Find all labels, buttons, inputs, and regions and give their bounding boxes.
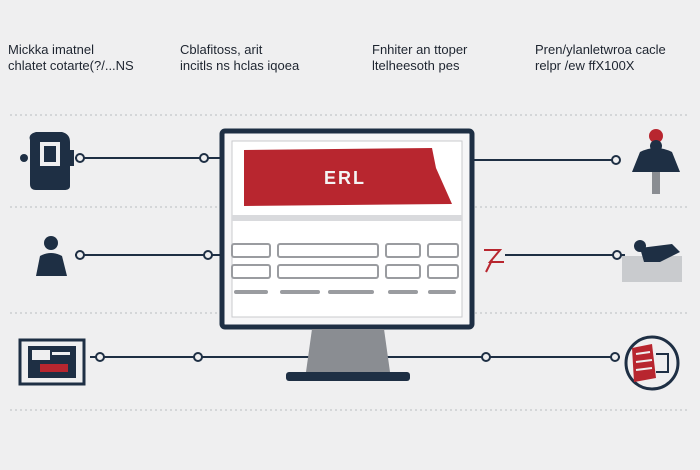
caption-4: Pren/ylanletwroa cacle relpr /ew ffX100X	[535, 42, 666, 73]
document-circle-icon	[624, 335, 680, 391]
caption-1: Mickka imatnel chlatet cotarte(?/...NS	[8, 42, 134, 73]
caption-2: Cblafitoss, arit incitls ns hclas iqoea	[180, 42, 300, 73]
screen-form-rows	[231, 243, 459, 279]
connector-node	[75, 250, 85, 260]
connector-node	[199, 153, 209, 163]
connector-node	[611, 155, 621, 165]
monitor-icon	[219, 128, 475, 381]
connector-node	[481, 352, 491, 362]
person-icon	[36, 236, 67, 276]
connector-node	[75, 153, 85, 163]
document-icon	[18, 338, 86, 386]
monitor-stand	[306, 329, 390, 372]
connector-node	[95, 352, 105, 362]
screen-title: ERL	[324, 168, 366, 188]
monitor-base	[286, 372, 410, 381]
computer-tower-icon	[20, 132, 74, 190]
connector-node	[203, 250, 213, 260]
connector-node	[193, 352, 203, 362]
red-mark-icon	[484, 249, 504, 273]
connector-node	[612, 250, 622, 260]
caption-3: Fnhiter an ttoper ltelheesoth pes	[372, 42, 468, 73]
screen-banner	[244, 148, 452, 206]
hand-mail-icon	[622, 240, 682, 282]
person-red-hat-icon	[632, 129, 680, 194]
connector-node	[610, 352, 620, 362]
